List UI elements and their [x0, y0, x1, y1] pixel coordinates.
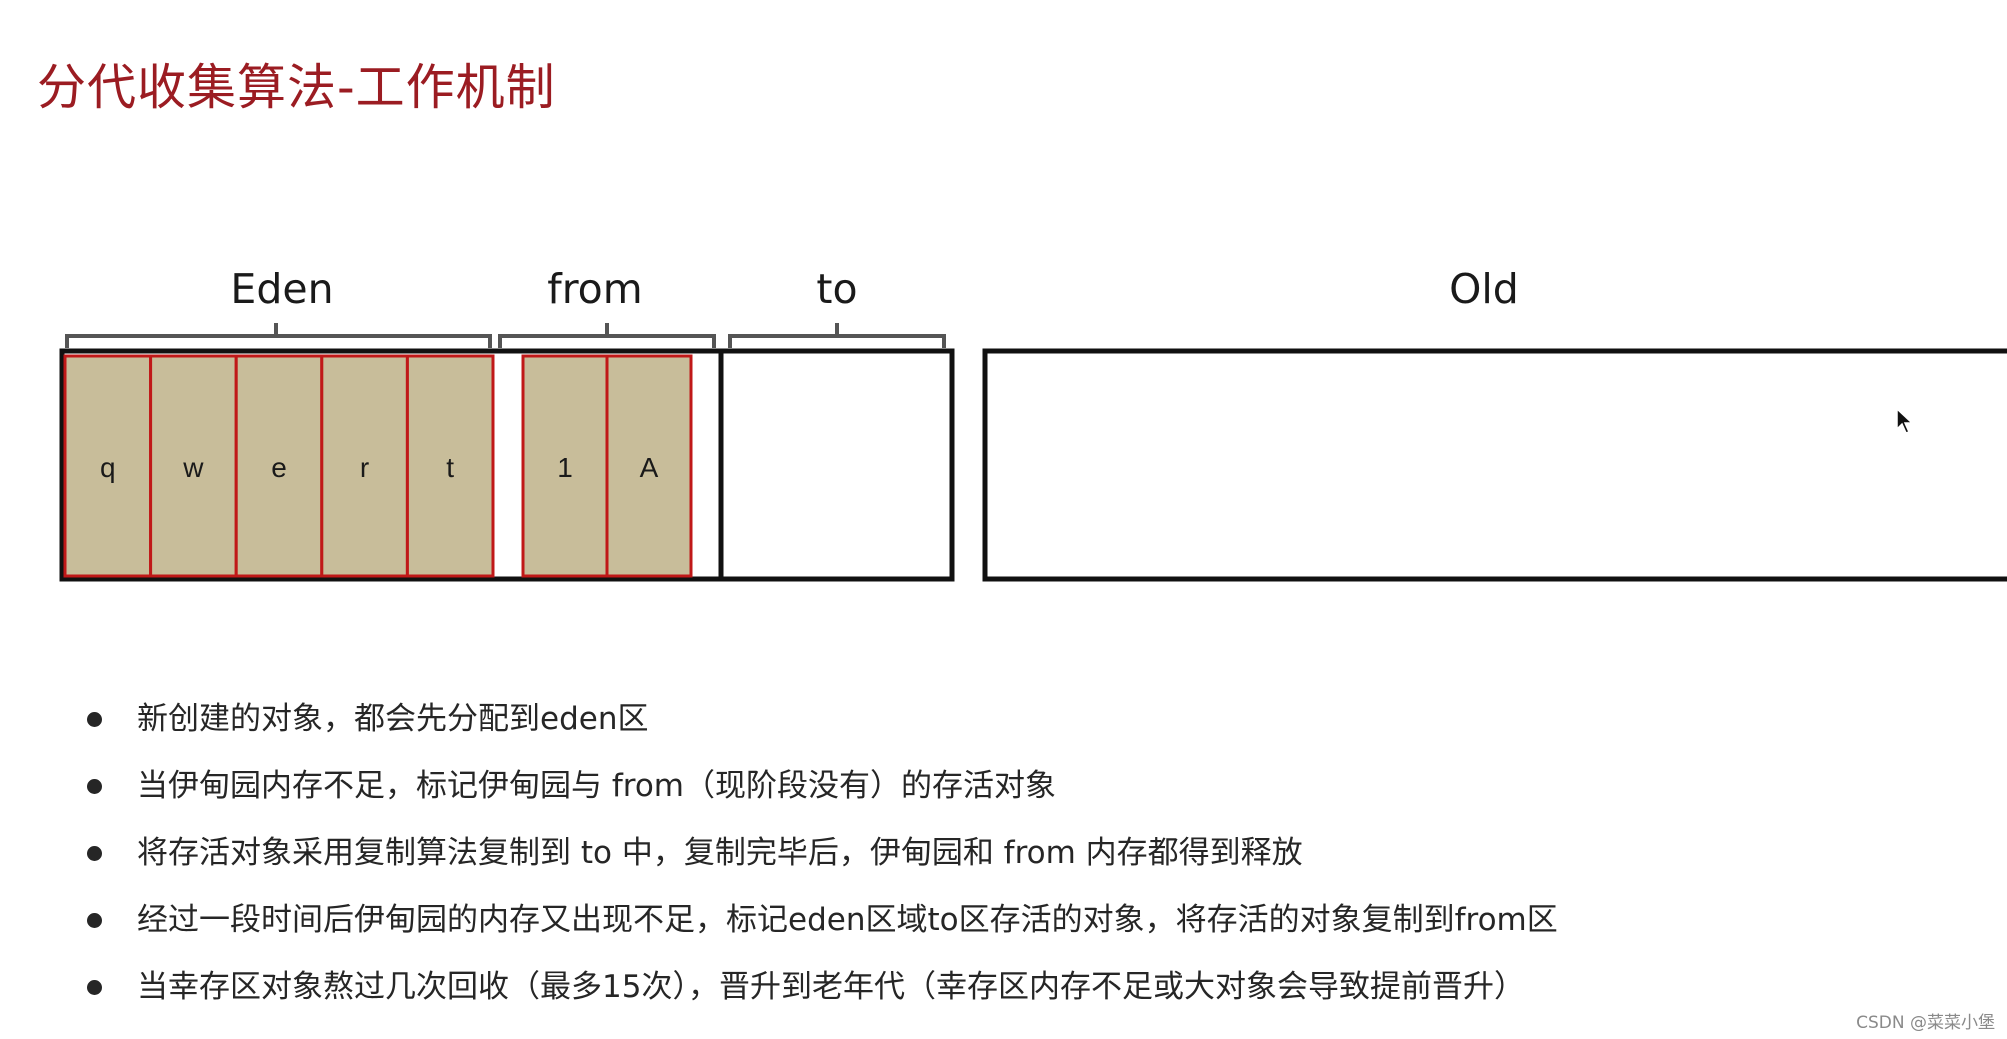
bullet-dot-icon [87, 980, 102, 995]
bullet-dot-icon [87, 712, 102, 727]
bullet-dot-icon [87, 779, 102, 794]
bullet-item: 当伊甸园内存不足，标记伊甸园与 from（现阶段没有）的存活对象 [84, 761, 1558, 828]
eden-label: Eden [230, 265, 334, 313]
bullet-item: 当幸存区对象熬过几次回收（最多15次），晋升到老年代（幸存区内存不足或大对象会导… [84, 962, 1558, 1029]
eden-object-label: r [360, 452, 369, 483]
mouse-pointer-icon [1896, 407, 1914, 434]
watermark: CSDN @菜菜小堡 [1856, 1013, 1995, 1033]
bullet-text: 当幸存区对象熬过几次回收（最多15次），晋升到老年代（幸存区内存不足或大对象会导… [137, 969, 1525, 1005]
bullet-item: 经过一段时间后伊甸园的内存又出现不足，标记eden区域to区存活的对象，将存活的… [84, 895, 1558, 962]
page-title: 分代收集算法-工作机制 [37, 59, 556, 116]
from-object-label: A [640, 452, 659, 483]
to-region-box [718, 348, 955, 582]
from-object-cell [605, 354, 693, 578]
eden-object-cell [234, 354, 324, 578]
from-brace [498, 323, 716, 348]
bullet-text: 经过一段时间后伊甸园的内存又出现不足，标记eden区域to区存活的对象，将存活的… [137, 902, 1558, 938]
bullet-dot-icon [87, 913, 102, 928]
to-brace [728, 323, 946, 348]
eden-brace [65, 323, 492, 348]
eden-object-label: e [271, 452, 287, 483]
to-label: to [816, 265, 858, 313]
eden-object-cell [405, 354, 495, 578]
old-region-box [982, 348, 2007, 582]
bullet-item: 新创建的对象，都会先分配到eden区 [84, 694, 1558, 761]
bullet-text: 将存活对象采用复制算法复制到 to 中，复制完毕后，伊甸园和 from 内存都得… [137, 835, 1303, 871]
old-label: Old [1449, 265, 1519, 313]
bullet-dot-icon [87, 846, 102, 861]
bullet-text: 新创建的对象，都会先分配到eden区 [137, 701, 649, 737]
from-object-label: 1 [557, 452, 573, 483]
eden-object-label: t [446, 452, 454, 483]
eden-object-label: w [182, 452, 204, 483]
eden-object-label: q [100, 452, 116, 483]
eden-object-cell [63, 354, 153, 578]
bullet-text: 当伊甸园内存不足，标记伊甸园与 from（现阶段没有）的存活对象 [137, 768, 1056, 804]
bullet-list: 新创建的对象，都会先分配到eden区 当伊甸园内存不足，标记伊甸园与 from（… [84, 694, 1558, 1029]
bullet-item: 将存活对象采用复制算法复制到 to 中，复制完毕后，伊甸园和 from 内存都得… [84, 828, 1558, 895]
eden-object-cell [320, 354, 409, 578]
eden-object-cell [149, 354, 238, 578]
from-label: from [547, 265, 643, 313]
